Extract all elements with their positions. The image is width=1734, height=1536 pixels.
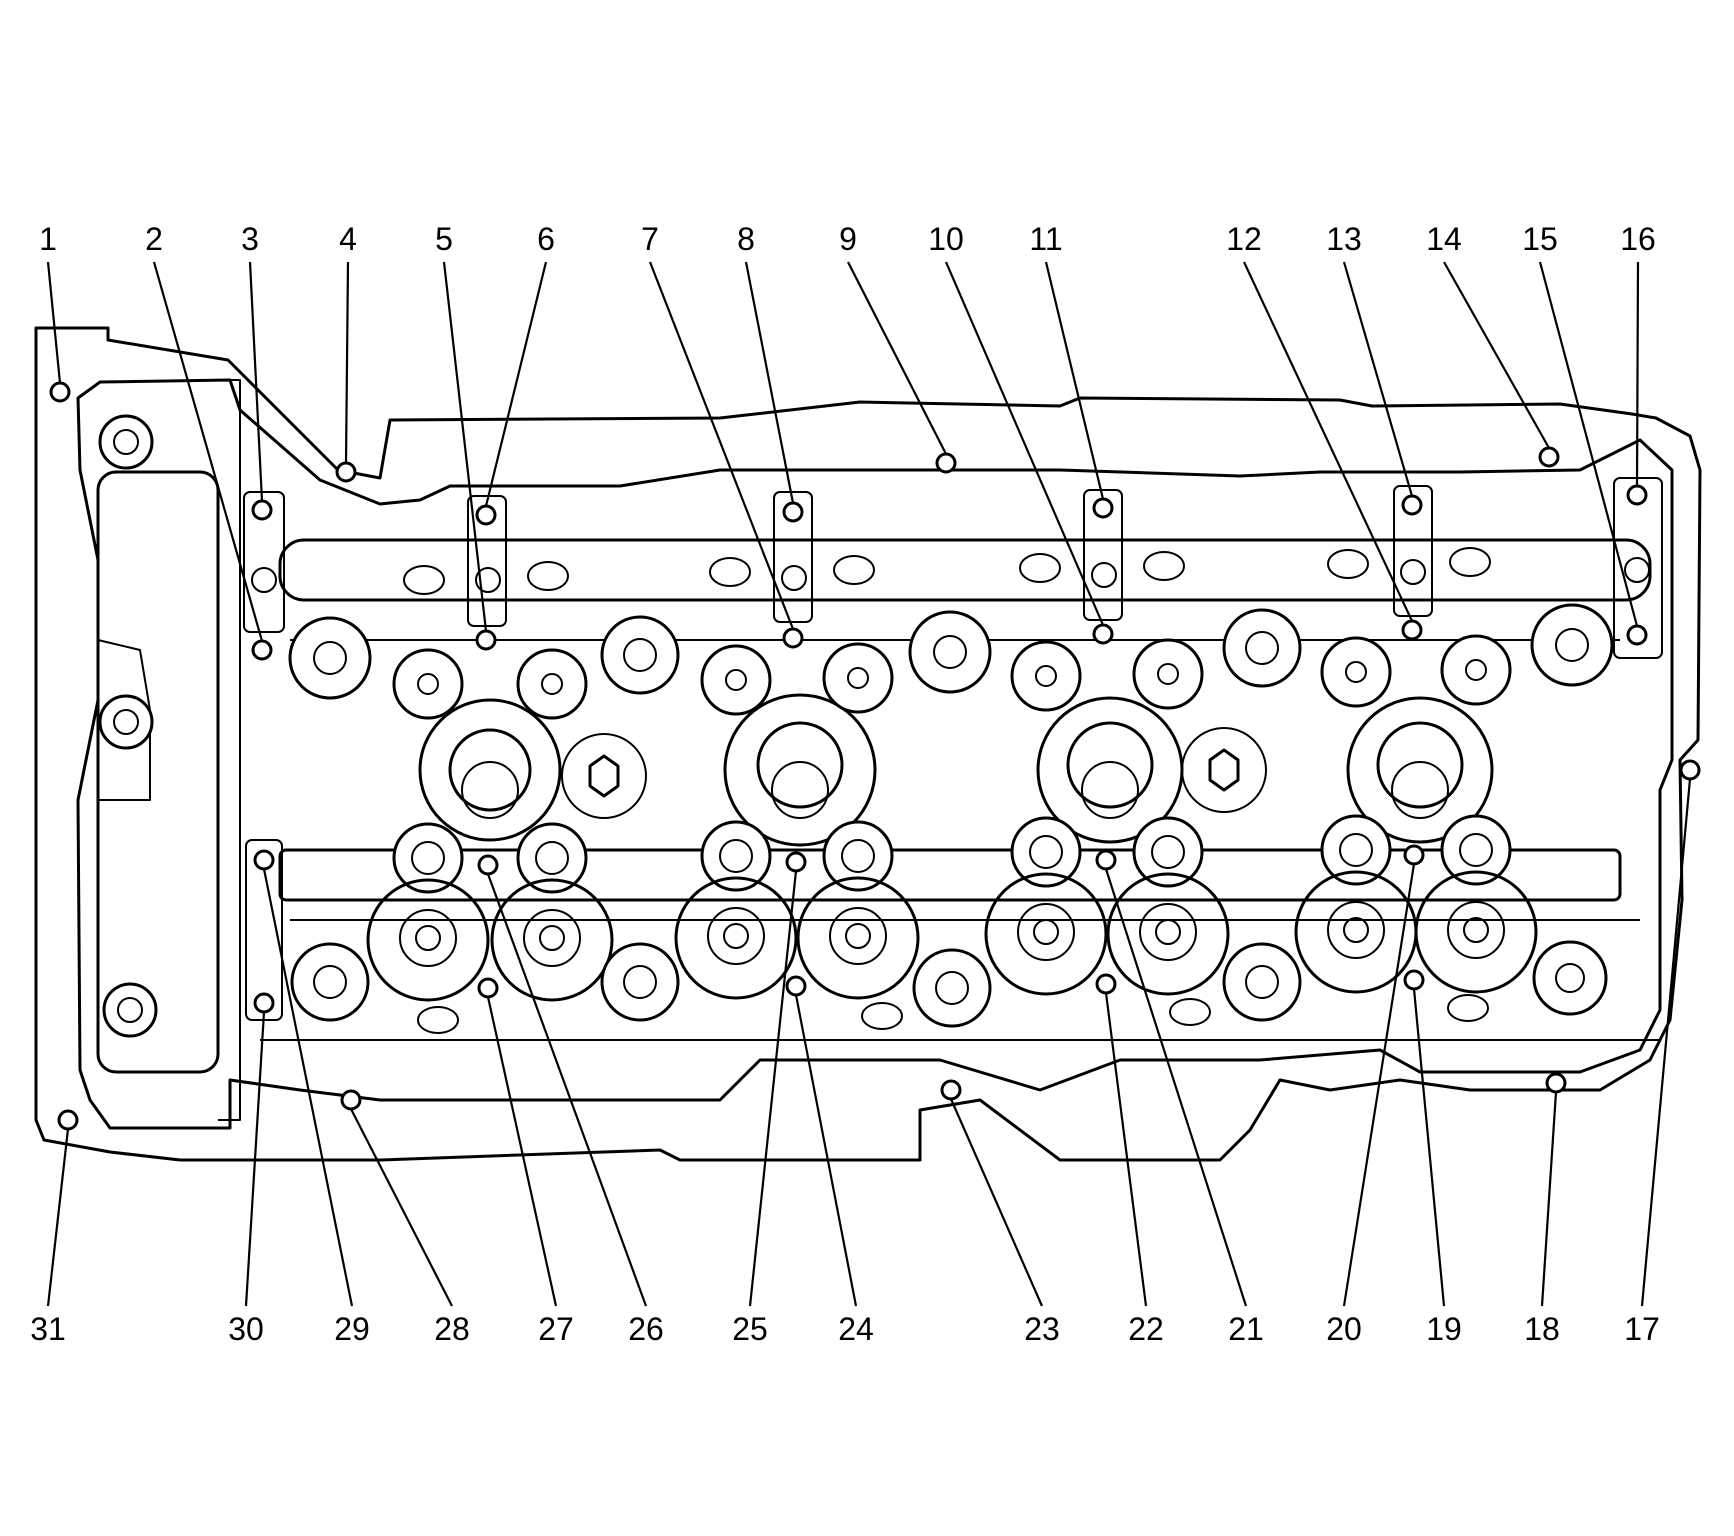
bolt-hole-7 <box>782 627 804 649</box>
callout-label-23: 23 <box>1024 1311 1060 1347</box>
bolt-hole-21 <box>1095 849 1117 871</box>
bolt-hole-18 <box>1545 1072 1567 1094</box>
leader-line-14 <box>1443 261 1550 449</box>
callout-label-30: 30 <box>228 1311 264 1347</box>
bolt-hole-8 <box>782 501 804 523</box>
leader-line-3 <box>248 261 264 502</box>
bolt-hole-26 <box>477 854 499 876</box>
callout-label-8: 8 <box>737 221 755 257</box>
callout-label-21: 21 <box>1228 1311 1264 1347</box>
bolt-hole-17 <box>1679 759 1701 781</box>
bolt-hole-6 <box>475 504 497 526</box>
leader-line-5 <box>442 261 488 632</box>
leader-line-30 <box>244 1011 266 1307</box>
leader-line-23 <box>949 1098 1044 1307</box>
bolt-hole-16 <box>1626 484 1648 506</box>
leader-line-11 <box>1044 261 1105 500</box>
leader-line-29 <box>262 868 354 1307</box>
leader-lines <box>46 261 1692 1307</box>
bolt-hole-10 <box>1092 623 1114 645</box>
bolt-hole-4 <box>335 461 357 483</box>
callout-label-13: 13 <box>1326 221 1362 257</box>
bolt-hole-15 <box>1626 624 1648 646</box>
bolt-hole-24 <box>785 975 807 997</box>
leader-line-18 <box>1540 1091 1558 1307</box>
callout-label-24: 24 <box>838 1311 874 1347</box>
bolt-hole-27 <box>477 977 499 999</box>
leader-line-8 <box>744 261 795 504</box>
callout-label-6: 6 <box>537 221 555 257</box>
leader-line-27 <box>486 996 558 1307</box>
leader-line-12 <box>1243 261 1413 622</box>
callout-label-18: 18 <box>1524 1311 1560 1347</box>
leader-line-28 <box>350 1108 453 1307</box>
bolt-hole-20 <box>1403 844 1425 866</box>
bolt-hole-11 <box>1092 497 1114 519</box>
bolt-hole-2 <box>251 639 273 661</box>
callout-label-14: 14 <box>1426 221 1462 257</box>
bolt-hole-29 <box>253 849 275 871</box>
callout-label-11: 11 <box>1029 221 1062 257</box>
callout-label-17: 17 <box>1624 1311 1660 1347</box>
callout-label-16: 16 <box>1620 221 1656 257</box>
bolt-hole-25 <box>785 851 807 873</box>
callout-label-31: 31 <box>30 1311 66 1347</box>
callout-label-20: 20 <box>1326 1311 1362 1347</box>
leader-line-31 <box>46 1128 70 1307</box>
bolt-holes <box>49 381 1701 1131</box>
callout-label-28: 28 <box>434 1311 470 1347</box>
callout-label-1: 1 <box>39 221 57 257</box>
leader-line-7 <box>648 261 795 630</box>
leader-line-13 <box>1342 261 1414 497</box>
leader-line-20 <box>1342 863 1416 1307</box>
leader-line-6 <box>484 261 548 507</box>
bolt-hole-3 <box>251 499 273 521</box>
callout-label-4: 4 <box>339 221 357 257</box>
bolt-hole-9 <box>935 452 957 474</box>
bolt-hole-1 <box>49 381 71 403</box>
bolt-hole-14 <box>1538 446 1560 468</box>
leader-line-16 <box>1635 261 1640 487</box>
leader-line-26 <box>486 873 648 1307</box>
bolt-hole-22 <box>1095 973 1117 995</box>
leader-line-4 <box>344 261 350 464</box>
leader-line-10 <box>944 261 1105 626</box>
callout-label-9: 9 <box>839 221 857 257</box>
leader-line-2 <box>152 261 264 642</box>
bolt-hole-13 <box>1401 494 1423 516</box>
leader-line-9 <box>847 261 947 455</box>
leader-line-25 <box>748 870 798 1307</box>
bolt-hole-28 <box>340 1089 362 1111</box>
callout-label-29: 29 <box>334 1311 370 1347</box>
leader-line-22 <box>1104 992 1148 1307</box>
leader-line-15 <box>1538 261 1639 627</box>
callout-label-25: 25 <box>732 1311 768 1347</box>
bolt-hole-19 <box>1403 969 1425 991</box>
leader-line-1 <box>46 261 62 384</box>
callout-label-12: 12 <box>1226 221 1262 257</box>
bolt-hole-31 <box>57 1109 79 1131</box>
callout-label-26: 26 <box>628 1311 664 1347</box>
callout-label-5: 5 <box>435 221 453 257</box>
leader-line-24 <box>794 994 858 1307</box>
callout-label-10: 10 <box>928 221 964 257</box>
leader-line-21 <box>1104 868 1248 1307</box>
callout-label-2: 2 <box>145 221 163 257</box>
callout-label-7: 7 <box>641 221 659 257</box>
bolt-hole-23 <box>940 1079 962 1101</box>
callout-label-22: 22 <box>1128 1311 1164 1347</box>
callout-label-27: 27 <box>538 1311 574 1347</box>
bolt-hole-30 <box>253 992 275 1014</box>
callout-label-3: 3 <box>241 221 259 257</box>
cylinder-head-outline <box>34 326 1702 1162</box>
leader-line-19 <box>1412 988 1446 1307</box>
leader-line-17 <box>1640 778 1692 1307</box>
callout-label-19: 19 <box>1426 1311 1462 1347</box>
callout-label-15: 15 <box>1522 221 1558 257</box>
bolt-hole-5 <box>475 629 497 651</box>
bolt-hole-12 <box>1401 619 1423 641</box>
